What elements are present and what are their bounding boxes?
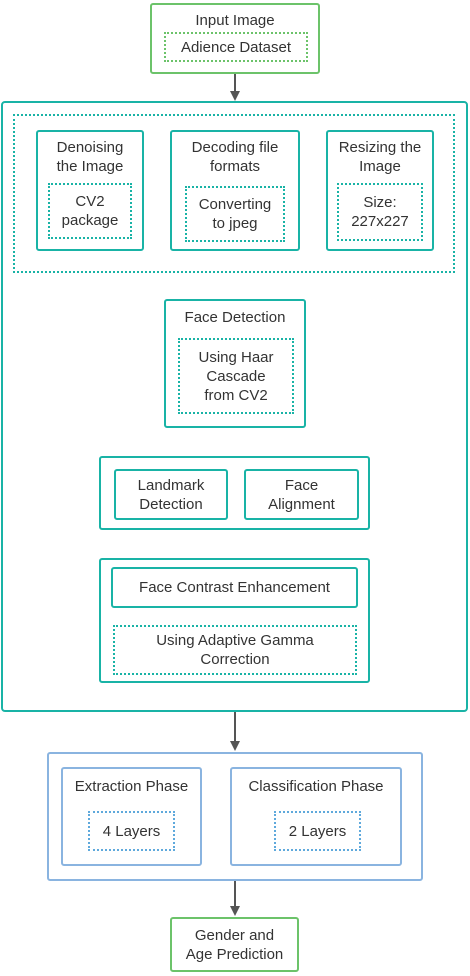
landmark-detection-box: Landmark Detection xyxy=(114,469,228,520)
adaptive-gamma-box: Using Adaptive Gamma Correction xyxy=(113,625,357,675)
haar-cascade-label: Using Haar Cascade from CV2 xyxy=(198,348,274,404)
dataset-box: Adience Dataset xyxy=(164,32,308,62)
classification-layers-label: 2 Layers xyxy=(288,822,347,840)
converting-label: Converting to jpeg xyxy=(198,196,272,232)
haar-cascade-box: Using Haar Cascade from CV2 xyxy=(178,338,294,414)
cv2-package-box: CV2 package xyxy=(48,183,132,239)
extraction-layers-box: 4 Layers xyxy=(88,811,175,851)
extraction-phase-title: Extraction Phase xyxy=(74,778,189,795)
cv2-package-label: CV2 package xyxy=(61,193,119,229)
classification-phase-title: Classification Phase xyxy=(248,778,384,795)
decoding-box: Decoding file formats Converting to jpeg xyxy=(170,130,300,251)
output-box: Gender and Age Prediction xyxy=(170,917,299,972)
face-detection-title: Face Detection xyxy=(184,309,286,326)
face-alignment-box: Face Alignment xyxy=(244,469,359,520)
size-label: Size: 227x227 xyxy=(351,194,409,230)
face-detection-box: Face Detection Using Haar Cascade from C… xyxy=(164,299,306,428)
converting-box: Converting to jpeg xyxy=(185,186,285,242)
resizing-box: Resizing the Image Size: 227x227 xyxy=(326,130,434,251)
contrast-enhancement-label: Face Contrast Enhancement xyxy=(139,579,330,596)
preprocessing-steps-group xyxy=(13,114,455,273)
denoising-title: Denoising the Image xyxy=(56,139,124,175)
extraction-layers-label: 4 Layers xyxy=(102,822,161,840)
resizing-title: Resizing the Image xyxy=(338,139,422,175)
output-label: Gender and Age Prediction xyxy=(185,926,284,963)
contrast-enhancement-box: Face Contrast Enhancement xyxy=(111,567,358,608)
size-box: Size: 227x227 xyxy=(337,183,423,241)
decoding-title: Decoding file formats xyxy=(191,139,279,175)
extraction-phase-box: Extraction Phase 4 Layers xyxy=(61,767,202,866)
input-image-title: Input Image xyxy=(195,12,275,29)
landmark-detection-label: Landmark Detection xyxy=(137,476,205,513)
denoising-box: Denoising the Image CV2 package xyxy=(36,130,144,251)
face-alignment-label: Face Alignment xyxy=(268,476,335,513)
classification-phase-box: Classification Phase 2 Layers xyxy=(230,767,402,866)
dataset-label: Adience Dataset xyxy=(180,38,292,56)
adaptive-gamma-label: Using Adaptive Gamma Correction xyxy=(156,632,314,668)
input-image-box: Input Image Adience Dataset xyxy=(150,3,320,74)
classification-layers-box: 2 Layers xyxy=(274,811,361,851)
